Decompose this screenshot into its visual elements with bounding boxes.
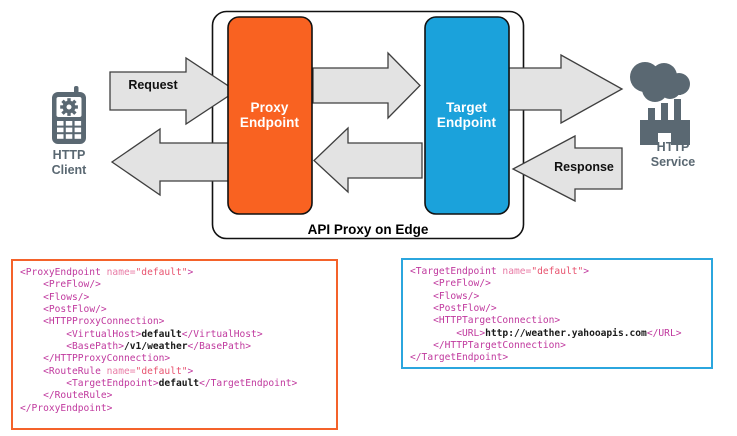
code-token-attr: name= <box>106 267 136 278</box>
request-arrow <box>109 56 238 126</box>
code-token-indent <box>410 340 433 351</box>
target-to-service-arrow <box>508 53 624 125</box>
code-line: <HTTPProxyConnection> <box>20 316 336 328</box>
code-token-tag: <TargetEndpoint <box>410 266 503 277</box>
code-token-tag: <ProxyEndpoint <box>20 267 107 278</box>
code-token-tag: </ProxyEndpoint> <box>20 402 113 414</box>
response-arrow-label: Response <box>554 160 614 174</box>
code-line: </TargetEndpoint> <box>410 352 711 364</box>
http-service-caption-line2: Service <box>650 155 696 169</box>
code-token-indent <box>20 316 43 327</box>
code-token-indent <box>20 366 43 377</box>
code-token-tag: > <box>187 267 194 278</box>
code-line: <VirtualHost>default</VirtualHost> <box>20 329 336 341</box>
code-line: <PreFlow/> <box>20 279 336 291</box>
code-line: <PostFlow/> <box>20 304 336 316</box>
http-client-caption-line2: Client <box>51 163 87 177</box>
code-token-tag: <PostFlow/> <box>433 303 497 315</box>
code-token-indent <box>20 329 66 340</box>
code-line: <PostFlow/> <box>410 303 711 315</box>
service-response-arrow <box>511 134 623 203</box>
code-token-tag: </RouteRule> <box>43 390 113 402</box>
code-token-indent <box>20 292 43 303</box>
code-line: <PreFlow/> <box>410 278 711 290</box>
code-line: <Flows/> <box>410 291 711 303</box>
code-token-indent <box>20 279 43 290</box>
target-to-proxy-arrow <box>313 126 423 194</box>
code-token-tag: </TargetEndpoint> <box>410 352 509 364</box>
code-token-indent <box>410 303 433 314</box>
code-token-tag: <BasePath> <box>66 341 124 353</box>
client-response-arrow <box>110 127 237 197</box>
code-token-tag: > <box>583 266 590 277</box>
code-token-tag: </URL> <box>646 327 682 339</box>
code-token-val: "default" <box>531 266 584 277</box>
code-token-txt: default <box>158 378 200 390</box>
mobile-phone-icon <box>52 86 86 144</box>
proxy-endpoint-box[interactable] <box>227 16 313 215</box>
code-line: <ProxyEndpoint name="default"> <box>20 267 336 279</box>
code-token-tag: <HTTPTargetConnection> <box>433 315 561 327</box>
cloud-factory-icon <box>630 62 690 145</box>
code-token-indent <box>410 291 433 302</box>
code-token-indent <box>20 341 66 352</box>
http-service-caption-line1: HTTP <box>656 140 690 154</box>
code-token-attr: name= <box>502 266 532 277</box>
api-proxy-diagram <box>52 10 690 240</box>
code-token-indent <box>410 278 433 289</box>
code-token-txt: http://weather.yahooapis.com <box>485 327 647 339</box>
target-endpoint-xml-block: <TargetEndpoint name="default"> <PreFlow… <box>401 258 713 369</box>
code-token-txt: default <box>141 328 182 340</box>
proxy-to-target-arrow <box>312 51 421 120</box>
code-token-tag: <TargetEndpoint> <box>66 378 159 390</box>
code-token-indent <box>20 304 43 315</box>
code-token-tag: <PreFlow/> <box>433 278 491 290</box>
code-token-val: "default" <box>135 267 188 278</box>
code-token-indent <box>410 315 433 326</box>
code-token-tag: > <box>187 365 194 377</box>
code-token-tag: </HTTPTargetConnection> <box>433 340 566 352</box>
code-token-tag: <URL> <box>456 327 486 339</box>
code-line: <BasePath>/v1/weather</BasePath> <box>20 341 336 353</box>
code-token-tag: <Flows/> <box>43 291 90 303</box>
code-token-tag: </HTTPProxyConnection> <box>43 353 171 365</box>
code-line: <TargetEndpoint>default</TargetEndpoint> <box>20 378 336 390</box>
code-line: <URL>http://weather.yahooapis.com</URL> <box>410 328 711 340</box>
code-line: </HTTPTargetConnection> <box>410 340 711 352</box>
code-token-tag: </TargetEndpoint> <box>199 378 298 390</box>
code-token-indent <box>20 378 66 389</box>
code-token-val: "default" <box>135 365 188 377</box>
code-token-tag: <HTTPProxyConnection> <box>43 316 165 328</box>
code-token-tag: <PreFlow/> <box>43 279 101 291</box>
target-endpoint-box[interactable] <box>424 16 510 215</box>
code-token-tag: <Flows/> <box>433 290 480 302</box>
code-token-tag: <RouteRule <box>43 365 107 377</box>
code-token-attr: name= <box>106 365 136 377</box>
code-token-indent <box>20 353 43 364</box>
code-token-indent <box>20 390 43 401</box>
proxy-endpoint-xml-block: <ProxyEndpoint name="default"> <PreFlow/… <box>11 259 338 430</box>
code-token-tag: </VirtualHost> <box>181 328 263 340</box>
api-proxy-title: API Proxy on Edge <box>307 222 429 237</box>
code-line: </ProxyEndpoint> <box>20 403 336 415</box>
code-token-txt: /v1/weather <box>123 341 188 353</box>
code-line: <TargetEndpoint name="default"> <box>410 266 711 278</box>
code-line: </HTTPProxyConnection> <box>20 353 336 365</box>
code-line: </RouteRule> <box>20 390 336 402</box>
code-line: <RouteRule name="default"> <box>20 366 336 378</box>
http-client-caption-line1: HTTP <box>52 148 86 162</box>
code-token-tag: <VirtualHost> <box>66 328 142 340</box>
code-line: <Flows/> <box>20 292 336 304</box>
code-token-tag: <PostFlow/> <box>43 304 107 316</box>
request-arrow-label: Request <box>128 78 178 92</box>
code-line: <HTTPTargetConnection> <box>410 315 711 327</box>
code-token-indent <box>410 328 456 339</box>
code-token-tag: </BasePath> <box>187 341 252 353</box>
